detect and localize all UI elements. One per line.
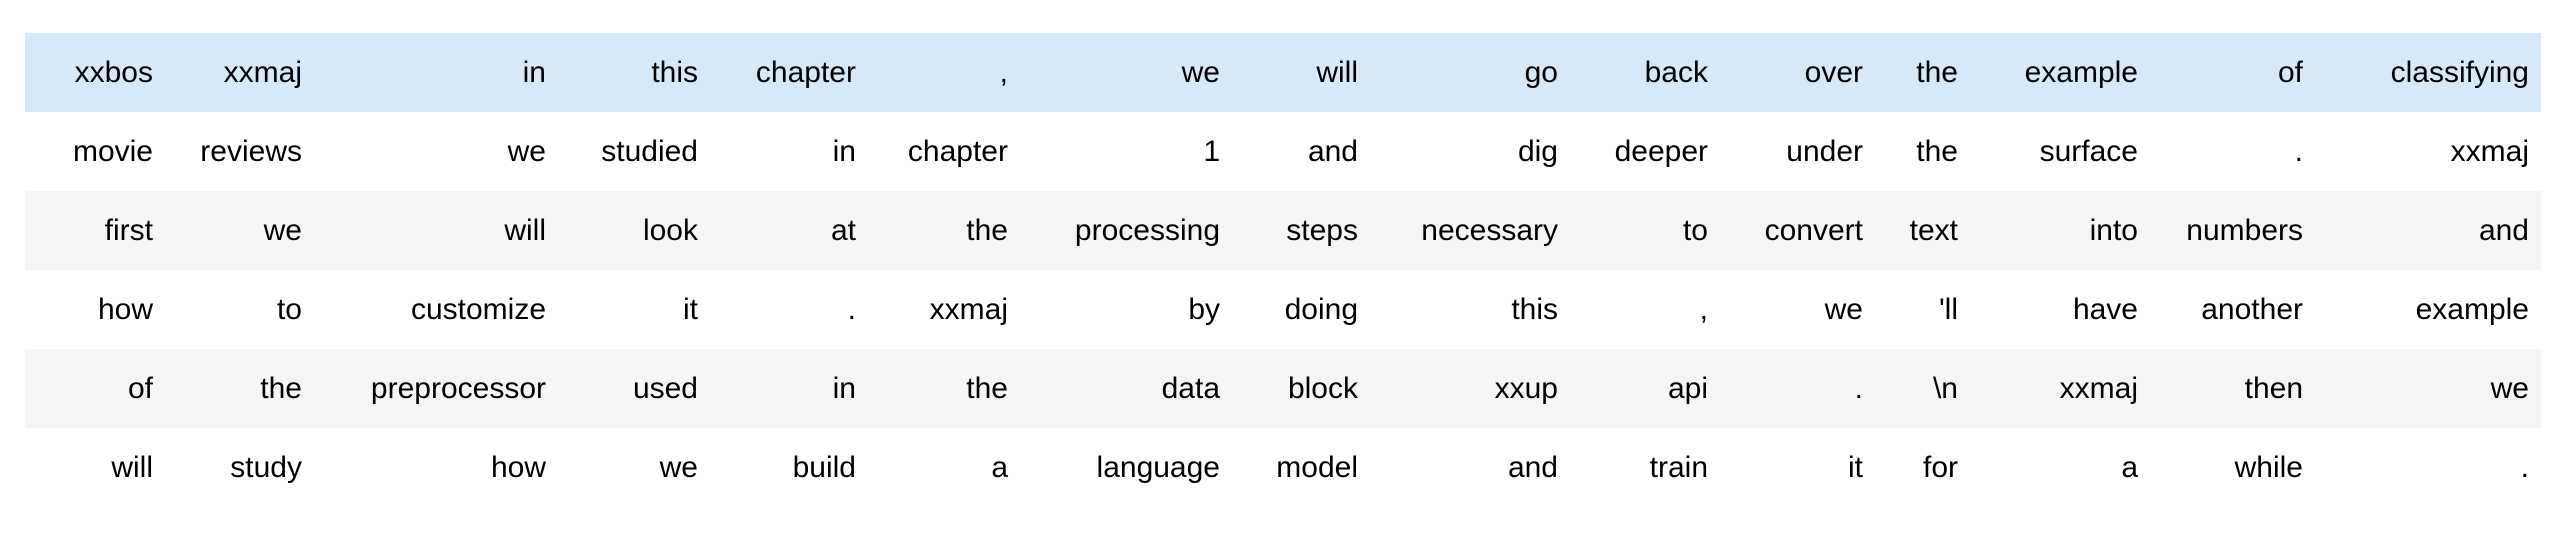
token-cell: in: [314, 33, 558, 112]
token-cell: 'll: [1875, 270, 1970, 349]
token-cell: studied: [558, 112, 710, 191]
token-cell: look: [558, 191, 710, 270]
token-cell: ,: [868, 33, 1020, 112]
token-cell: study: [165, 428, 314, 507]
token-cell: to: [165, 270, 314, 349]
token-cell: xxmaj: [2315, 112, 2541, 191]
token-cell: in: [710, 349, 868, 428]
token-cell: at: [710, 191, 868, 270]
token-cell: then: [2150, 349, 2315, 428]
token-cell: movie: [25, 112, 165, 191]
token-cell: steps: [1232, 191, 1370, 270]
token-cell: it: [1720, 428, 1875, 507]
token-cell: and: [2315, 191, 2541, 270]
token-cell: first: [25, 191, 165, 270]
token-cell: customize: [314, 270, 558, 349]
token-cell: xxbos: [25, 33, 165, 112]
token-cell: xxmaj: [1970, 349, 2150, 428]
token-cell: by: [1020, 270, 1232, 349]
token-cell: the: [868, 349, 1020, 428]
token-cell: will: [25, 428, 165, 507]
token-cell: to: [1570, 191, 1720, 270]
token-cell: surface: [1970, 112, 2150, 191]
token-cell: of: [2150, 33, 2315, 112]
token-cell: this: [558, 33, 710, 112]
token-cell: will: [314, 191, 558, 270]
token-cell: how: [25, 270, 165, 349]
token-cell: train: [1570, 428, 1720, 507]
token-cell: language: [1020, 428, 1232, 507]
token-cell: and: [1232, 112, 1370, 191]
token-cell: while: [2150, 428, 2315, 507]
token-cell: .: [1720, 349, 1875, 428]
token-cell: it: [558, 270, 710, 349]
token-cell: reviews: [165, 112, 314, 191]
token-cell: go: [1370, 33, 1570, 112]
token-cell: how: [314, 428, 558, 507]
token-cell: .: [710, 270, 868, 349]
token-cell: xxup: [1370, 349, 1570, 428]
token-cell: build: [710, 428, 868, 507]
token-cell: used: [558, 349, 710, 428]
token-cell: and: [1370, 428, 1570, 507]
token-cell: classifying: [2315, 33, 2541, 112]
token-cell: we: [1720, 270, 1875, 349]
token-cell: this: [1370, 270, 1570, 349]
token-cell: example: [1970, 33, 2150, 112]
token-cell: in: [710, 112, 868, 191]
token-cell: text: [1875, 191, 1970, 270]
token-cell: the: [1875, 33, 1970, 112]
token-cell: for: [1875, 428, 1970, 507]
token-cell: doing: [1232, 270, 1370, 349]
token-cell: chapter: [868, 112, 1020, 191]
token-cell: under: [1720, 112, 1875, 191]
token-cell: model: [1232, 428, 1370, 507]
token-cell: of: [25, 349, 165, 428]
token-cell: we: [165, 191, 314, 270]
token-cell: into: [1970, 191, 2150, 270]
token-cell: api: [1570, 349, 1720, 428]
token-cell: ,: [1570, 270, 1720, 349]
token-cell: over: [1720, 33, 1875, 112]
token-cell: the: [868, 191, 1020, 270]
token-cell: a: [1970, 428, 2150, 507]
token-cell: we: [314, 112, 558, 191]
token-cell: .: [2315, 428, 2541, 507]
token-cell: 1: [1020, 112, 1232, 191]
token-cell: a: [868, 428, 1020, 507]
token-cell: block: [1232, 349, 1370, 428]
token-cell: back: [1570, 33, 1720, 112]
token-cell: chapter: [710, 33, 868, 112]
token-cell: dig: [1370, 112, 1570, 191]
token-cell: preprocessor: [314, 349, 558, 428]
token-cell: \n: [1875, 349, 1970, 428]
token-cell: numbers: [2150, 191, 2315, 270]
token-cell: processing: [1020, 191, 1232, 270]
token-cell: we: [1020, 33, 1232, 112]
token-cell: xxmaj: [868, 270, 1020, 349]
token-cell: necessary: [1370, 191, 1570, 270]
token-cell: xxmaj: [165, 33, 314, 112]
token-cell: convert: [1720, 191, 1875, 270]
token-cell: another: [2150, 270, 2315, 349]
token-cell: example: [2315, 270, 2541, 349]
token-cell: have: [1970, 270, 2150, 349]
token-cell: we: [558, 428, 710, 507]
token-cell: we: [2315, 349, 2541, 428]
token-cell: .: [2150, 112, 2315, 191]
token-cell: will: [1232, 33, 1370, 112]
token-cell: data: [1020, 349, 1232, 428]
token-cell: the: [165, 349, 314, 428]
token-cell: the: [1875, 112, 1970, 191]
token-cell: deeper: [1570, 112, 1720, 191]
